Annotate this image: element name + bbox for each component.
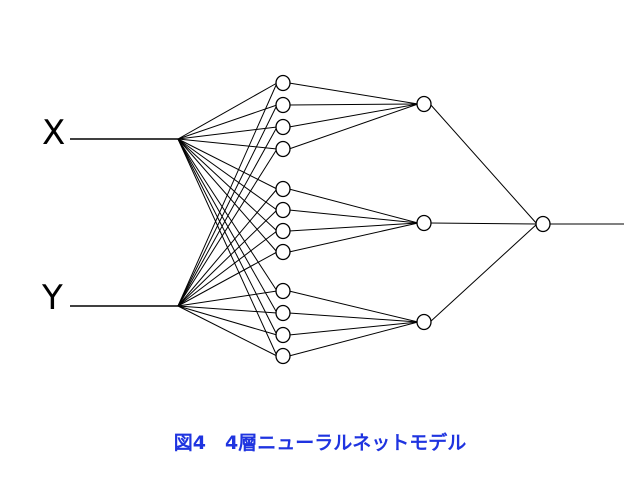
edges-group: [70, 82, 624, 357]
edge-input2-h1-2: [177, 104, 278, 307]
edge-input2-h1-11: [177, 305, 278, 336]
edge-h1-6-h2-2: [288, 209, 419, 224]
hidden1-node-1: [275, 74, 291, 92]
hidden1-node-8: [275, 243, 291, 261]
hidden2-node-2: [416, 214, 432, 232]
edge-input1-h1-9: [177, 138, 278, 292]
hidden1-node-11: [275, 326, 291, 344]
hidden1-node-3: [275, 118, 291, 136]
edge-input2-h1-9: [177, 290, 278, 307]
hidden1-node-6: [275, 201, 291, 219]
nodes-group: [275, 74, 551, 365]
edge-h1-3-h2-1: [288, 103, 419, 128]
edge-input1-h1-11: [177, 138, 278, 336]
input-label-y: Y: [42, 278, 63, 318]
edge-h1-7-h2-2: [288, 222, 419, 232]
edge-input2-h1-4: [177, 148, 278, 307]
edge-h2-3-output: [429, 223, 538, 323]
edge-input2-h1-3: [177, 126, 278, 307]
hidden1-node-7: [275, 222, 291, 240]
hidden1-node-10: [275, 304, 291, 322]
edge-input1-h1-1: [177, 82, 278, 140]
edge-input2-h1-5: [177, 188, 278, 307]
edge-input2-h1-6: [177, 209, 278, 307]
figure-caption: 図4 4層ニューラルネットモデル: [173, 432, 467, 454]
edge-h1-10-h2-3: [288, 312, 419, 323]
edge-input1-h1-3: [177, 126, 278, 140]
edge-h1-2-h2-1: [288, 103, 419, 106]
hidden2-node-1: [416, 95, 432, 113]
hidden1-node-4: [275, 140, 291, 158]
edge-input1-h1-10: [177, 138, 278, 314]
edge-input2-h1-7: [177, 230, 278, 307]
edge-h1-12-h2-3: [288, 321, 419, 357]
edge-h1-8-h2-2: [288, 222, 419, 253]
edge-input1-h1-2: [177, 104, 278, 140]
edge-h1-9-h2-3: [288, 290, 419, 323]
input-label-x: X: [42, 113, 66, 153]
hidden1-node-12: [275, 347, 291, 365]
edge-h2-2-output: [429, 222, 538, 225]
edge-input1-h1-7: [177, 138, 278, 232]
edge-input2-h1-1: [177, 82, 278, 307]
hidden2-node-3: [416, 313, 432, 331]
edge-h1-5-h2-2: [288, 188, 419, 224]
edge-input2-h1-12: [177, 305, 278, 357]
edge-h2-1-output: [429, 103, 538, 225]
hidden1-node-9: [275, 282, 291, 300]
hidden1-node-5: [275, 180, 291, 198]
hidden1-node-2: [275, 96, 291, 114]
edge-h1-1-h2-1: [288, 82, 419, 105]
edge-input1-h1-5: [177, 138, 278, 190]
edge-input2-h1-8: [177, 251, 278, 307]
output-node: [535, 215, 551, 233]
edge-h1-4-h2-1: [288, 103, 419, 150]
edge-input1-h1-6: [177, 138, 278, 211]
edge-input1-h1-4: [177, 138, 278, 150]
edge-input2-h1-10: [177, 305, 278, 314]
edge-h1-11-h2-3: [288, 321, 419, 336]
